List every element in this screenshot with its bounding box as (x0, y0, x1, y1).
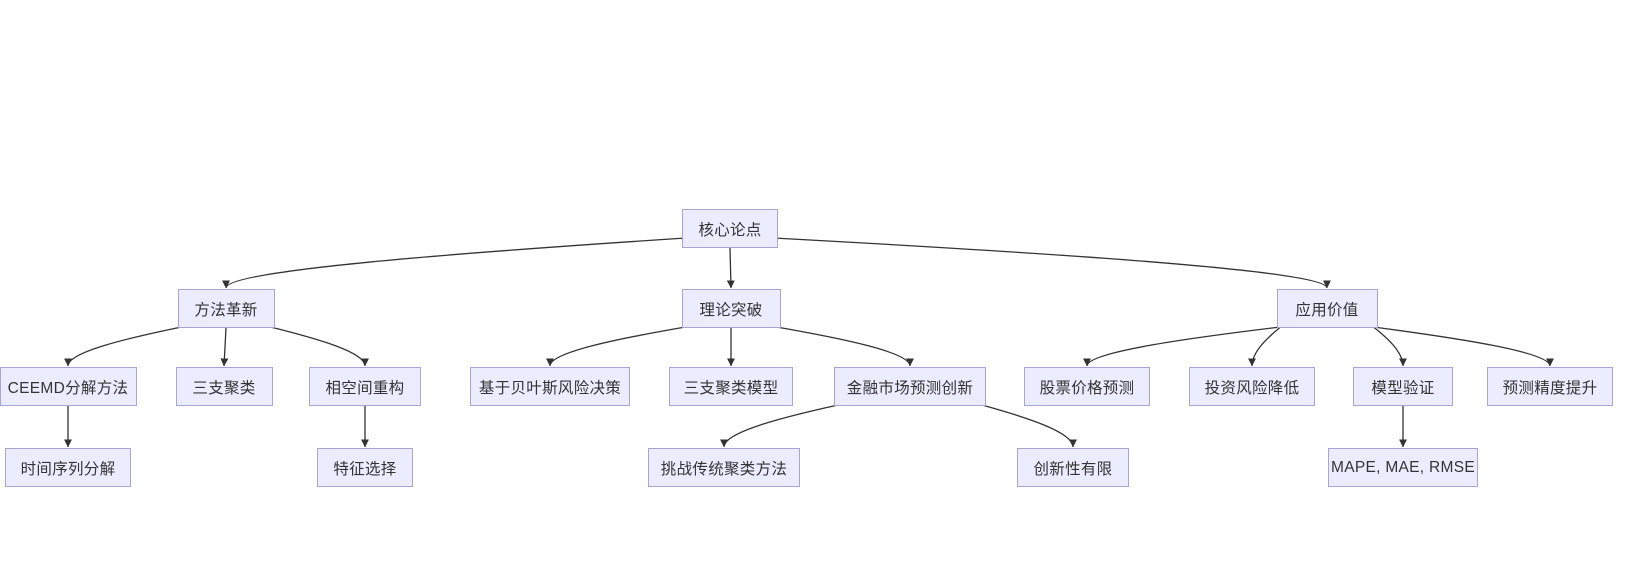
node-risk: 投资风险降低 (1189, 367, 1315, 406)
edge-method-three (220, 327, 229, 367)
edge-theory-fin (776, 326, 914, 367)
node-theory: 理论突破 (681, 289, 781, 328)
node-three: 三支聚类 (175, 367, 273, 406)
node-method: 方法革新 (177, 289, 275, 328)
edge-method-phase (270, 326, 369, 367)
node-ceemd: CEEMD分解方法 (0, 367, 137, 406)
node-bayes: 基于贝叶斯风险决策 (470, 367, 630, 406)
edge-fin-challenge (720, 404, 839, 448)
node-modelval: 模型验证 (1353, 367, 1453, 406)
node-stock: 股票价格预测 (1024, 367, 1150, 406)
node-precision: 预测精度提升 (1487, 367, 1613, 406)
node-core: 核心论点 (682, 209, 778, 248)
edge-core-value (777, 237, 1331, 289)
edge-value-precision (1373, 326, 1554, 367)
node-tsdecomp: 时间序列分解 (5, 448, 131, 487)
edge-theory-bayes (546, 326, 686, 367)
node-feature: 特征选择 (317, 448, 413, 487)
node-metrics: MAPE, MAE, RMSE (1328, 448, 1478, 487)
node-value: 应用价值 (1276, 289, 1378, 328)
edge-core-theory (726, 247, 735, 289)
node-limited: 创新性有限 (1017, 448, 1129, 487)
node-fin: 金融市场预测创新 (834, 367, 986, 406)
node-challenge: 挑战传统聚类方法 (648, 448, 800, 487)
node-twcmodel: 三支聚类模型 (669, 367, 793, 406)
edge-value-modelval (1373, 326, 1407, 367)
edge-value-risk (1248, 326, 1281, 367)
node-phase: 相空间重构 (309, 367, 421, 406)
edge-method-ceemd (64, 326, 182, 367)
edge-core-method (222, 237, 683, 289)
edge-value-stock (1083, 326, 1281, 367)
edge-fin-limited (981, 404, 1077, 448)
